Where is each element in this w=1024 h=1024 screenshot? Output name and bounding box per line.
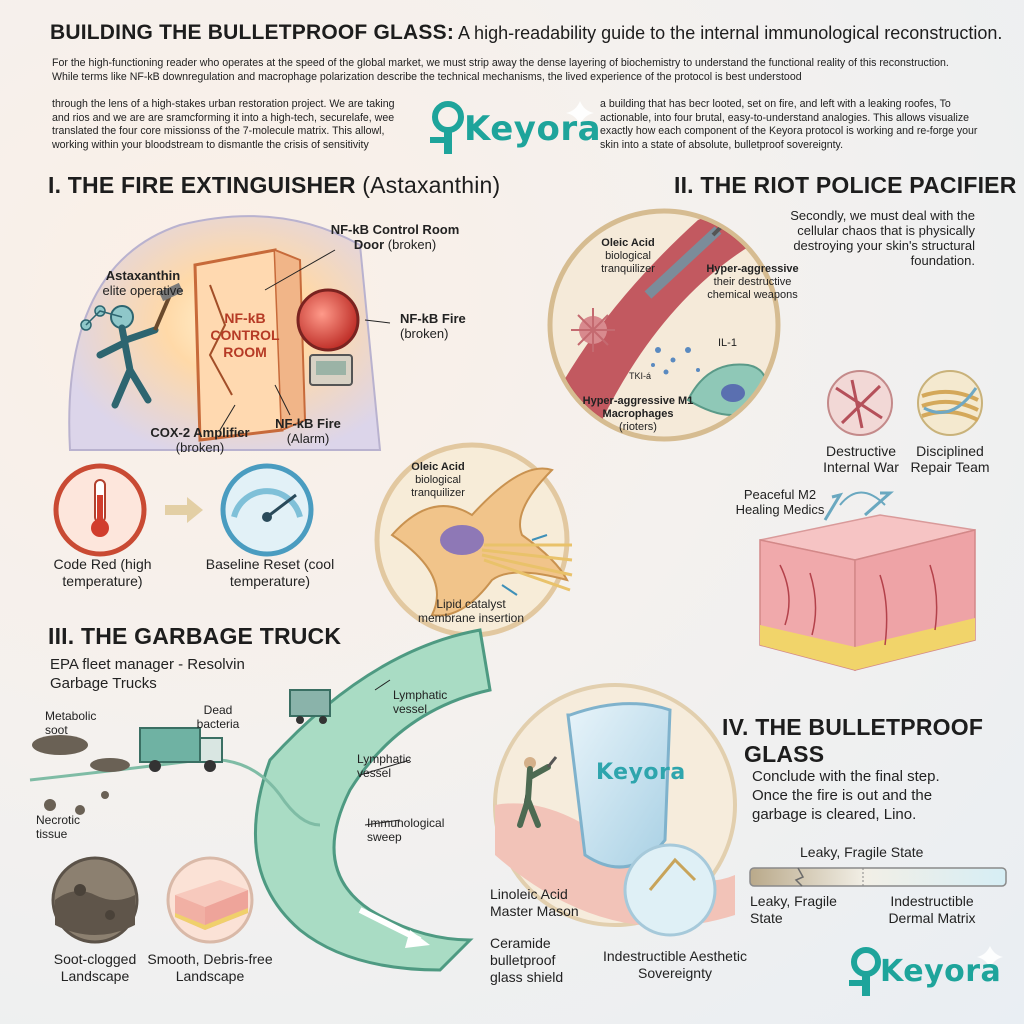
garbage-truck-icon <box>139 727 223 772</box>
alarm-label-name: NF-kB Fire <box>275 416 341 431</box>
lymphatic-vessel-illustration <box>29 628 492 972</box>
title-bold: BUILDING THE BULLETPROOF GLASS: <box>50 21 455 44</box>
fire-room-illustration <box>68 215 391 451</box>
m1-macrophages-label: Hyper-aggressive M1 Macrophages (rioters… <box>578 395 698 434</box>
oleic-acid-name: Oleic Acid <box>601 237 655 249</box>
keyora-logo: Keyora <box>420 95 602 157</box>
bar-top-label: Leaky, Fragile State <box>800 844 924 860</box>
ceramide-label: Ceramide bulletproof glass shield <box>490 935 564 985</box>
intro-paragraph: For the high-functioning reader who oper… <box>52 57 949 83</box>
footer-logo: Keyora <box>840 940 1010 1000</box>
repair-team-icon <box>917 370 983 436</box>
m1-macrophages-state: (rioters) <box>619 421 657 433</box>
debris-pile-icon <box>32 735 130 815</box>
clogged-landscape-icon <box>51 856 139 944</box>
section2-text: Secondly, we must deal with the cellular… <box>790 208 975 268</box>
bar-right-label: Indestructible Dermal Matrix <box>888 893 976 926</box>
door-label-name: NF-kB Control Room Door <box>330 222 460 252</box>
section1-title-paren: (Astaxanthin) <box>355 172 501 198</box>
cell-oleic-label: Oleic Acid biological tranquilizer <box>393 461 483 500</box>
section4-title-line1: IV. THE BULLETPROOF <box>722 714 984 740</box>
hyper-aggressive-title: Hyper-aggressive <box>706 263 799 275</box>
mason-label: Linoleic Acid Master Mason <box>490 886 579 919</box>
intro-right-column: a building that has becr looted, set on … <box>600 98 978 151</box>
skin-block-illustration <box>759 491 976 671</box>
page-title: BUILDING THE BULLETPROOF GLASS: A high-r… <box>50 20 1002 46</box>
oleic-acid-role: biological tranquilizer <box>601 250 655 275</box>
m1-macrophages-title: Hyper-aggressive M1 Macrophages <box>582 395 694 420</box>
fire-label: NF-kB Fire (broken) <box>400 311 490 341</box>
lymphatic-vessel-label-1: Lymphatic vessel <box>393 688 448 716</box>
cox2-label-state: (broken) <box>175 440 225 455</box>
door-label: NF-kB Control Room Door (broken) <box>330 222 460 252</box>
m2-medics-label: Peaceful M2 Healing Medics <box>735 487 825 517</box>
arrow-right-icon <box>165 497 203 523</box>
lymphatic-vessel-label-2: Lymphatic vessel <box>357 752 412 780</box>
alarm-bell-icon <box>296 288 360 352</box>
keyora-logo-text: Keyora <box>464 109 602 149</box>
cox2-label-name: COX-2 Amplifier <box>150 425 250 440</box>
gauge-cool-label: Baseline Reset (cool temperature) <box>205 556 335 589</box>
astaxanthin-operative-icon <box>80 282 184 409</box>
clogged-landscape-label: Soot-clogged Landscape <box>53 951 137 984</box>
thermometer-gauge-icon <box>53 463 147 557</box>
bar-left-label: Leaky, Fragile State <box>750 893 837 926</box>
section4-text: Conclude with the final step. Once the f… <box>752 768 940 823</box>
mason-worker-icon <box>517 756 558 828</box>
repair-label: Disciplined Repair Team <box>910 443 990 475</box>
cox2-label: COX-2 Amplifier (broken) <box>150 425 250 455</box>
state-progress-bar <box>749 867 1007 887</box>
riot-illustration <box>547 208 781 442</box>
hyper-aggressive-desc: their destructive chemical weapons <box>707 276 798 301</box>
door-label-state: (broken) <box>384 237 437 252</box>
section4-title: IV. THE BULLETPROOF GLASS <box>722 714 983 768</box>
immunological-sweep-label: Immunological sweep <box>367 816 445 844</box>
title-subtitle: A high-readability guide to the internal… <box>454 23 1003 43</box>
keyora-logo-mark-icon <box>430 101 594 154</box>
il1-label: IL-1 <box>718 337 737 349</box>
dead-bacteria-label: Dead bacteria <box>196 703 240 731</box>
footer-logo-mark-icon <box>849 946 1003 996</box>
footer-logo-text: Keyora <box>880 954 1002 989</box>
astaxanthin-label: Astaxanthin elite operative <box>93 268 193 298</box>
sovereignty-label: Indestructible Aesthetic Sovereignty <box>603 948 747 981</box>
smooth-landscape-icon <box>166 856 254 944</box>
section4-title-line2: GLASS <box>744 741 825 767</box>
astaxanthin-name: Astaxanthin <box>105 268 181 283</box>
lipid-catalyst-label: Lipid catalyst membrane insertion <box>417 597 525 625</box>
glass-shield-icon <box>566 702 672 869</box>
necrotic-tissue-label: Necrotic tissue <box>36 813 81 841</box>
astaxanthin-role: elite operative <box>102 283 184 298</box>
fire-label-name: NF-kB Fire <box>400 311 466 326</box>
smooth-landscape-label: Smooth, Debris-free Landscape <box>147 951 273 984</box>
hyper-aggressive-label: Hyper-aggressive their destructive chemi… <box>700 263 805 302</box>
war-label: Destructive Internal War <box>823 443 899 475</box>
cell-oleic-role: biological tranquilizer <box>411 474 465 499</box>
section3-title: III. THE GARBAGE TRUCK <box>48 623 342 649</box>
cell-oleic-name: Oleic Acid <box>411 461 465 473</box>
metabolic-soot-label: Metabolic soot <box>45 709 97 737</box>
alarm-label: NF-kB Fire (Alarm) <box>258 416 358 446</box>
destructive-war-icon <box>827 370 893 436</box>
section1-title-main: I. THE FIRE EXTINGUISHER <box>48 172 356 198</box>
shield-logo-text: Keyora <box>596 760 686 785</box>
section3-subtitle: EPA fleet manager - Resolvin Garbage Tru… <box>50 656 245 692</box>
tnf-label: TKI-á <box>629 371 652 381</box>
fire-label-state: (broken) <box>400 326 449 341</box>
speedometer-gauge-icon <box>220 463 314 557</box>
control-room-label: NF-kB CONTROL ROOM <box>210 310 280 360</box>
garbage-truck-2-icon <box>289 689 331 724</box>
section2-title: II. THE RIOT POLICE PACIFIER <box>674 172 1017 198</box>
gauge-hot-label: Code Red (high temperature) <box>53 556 152 589</box>
crystal-closeup-icon <box>623 843 717 937</box>
section1-title: I. THE FIRE EXTINGUISHER (Astaxanthin) <box>48 172 500 199</box>
intro-left-column: through the lens of a high-stakes urban … <box>52 98 395 151</box>
bulletproof-glass-illustration <box>493 683 737 937</box>
oleic-acid-label: Oleic Acid biological tranquilizer <box>583 237 673 276</box>
alarm-label-state: (Alarm) <box>286 431 330 446</box>
